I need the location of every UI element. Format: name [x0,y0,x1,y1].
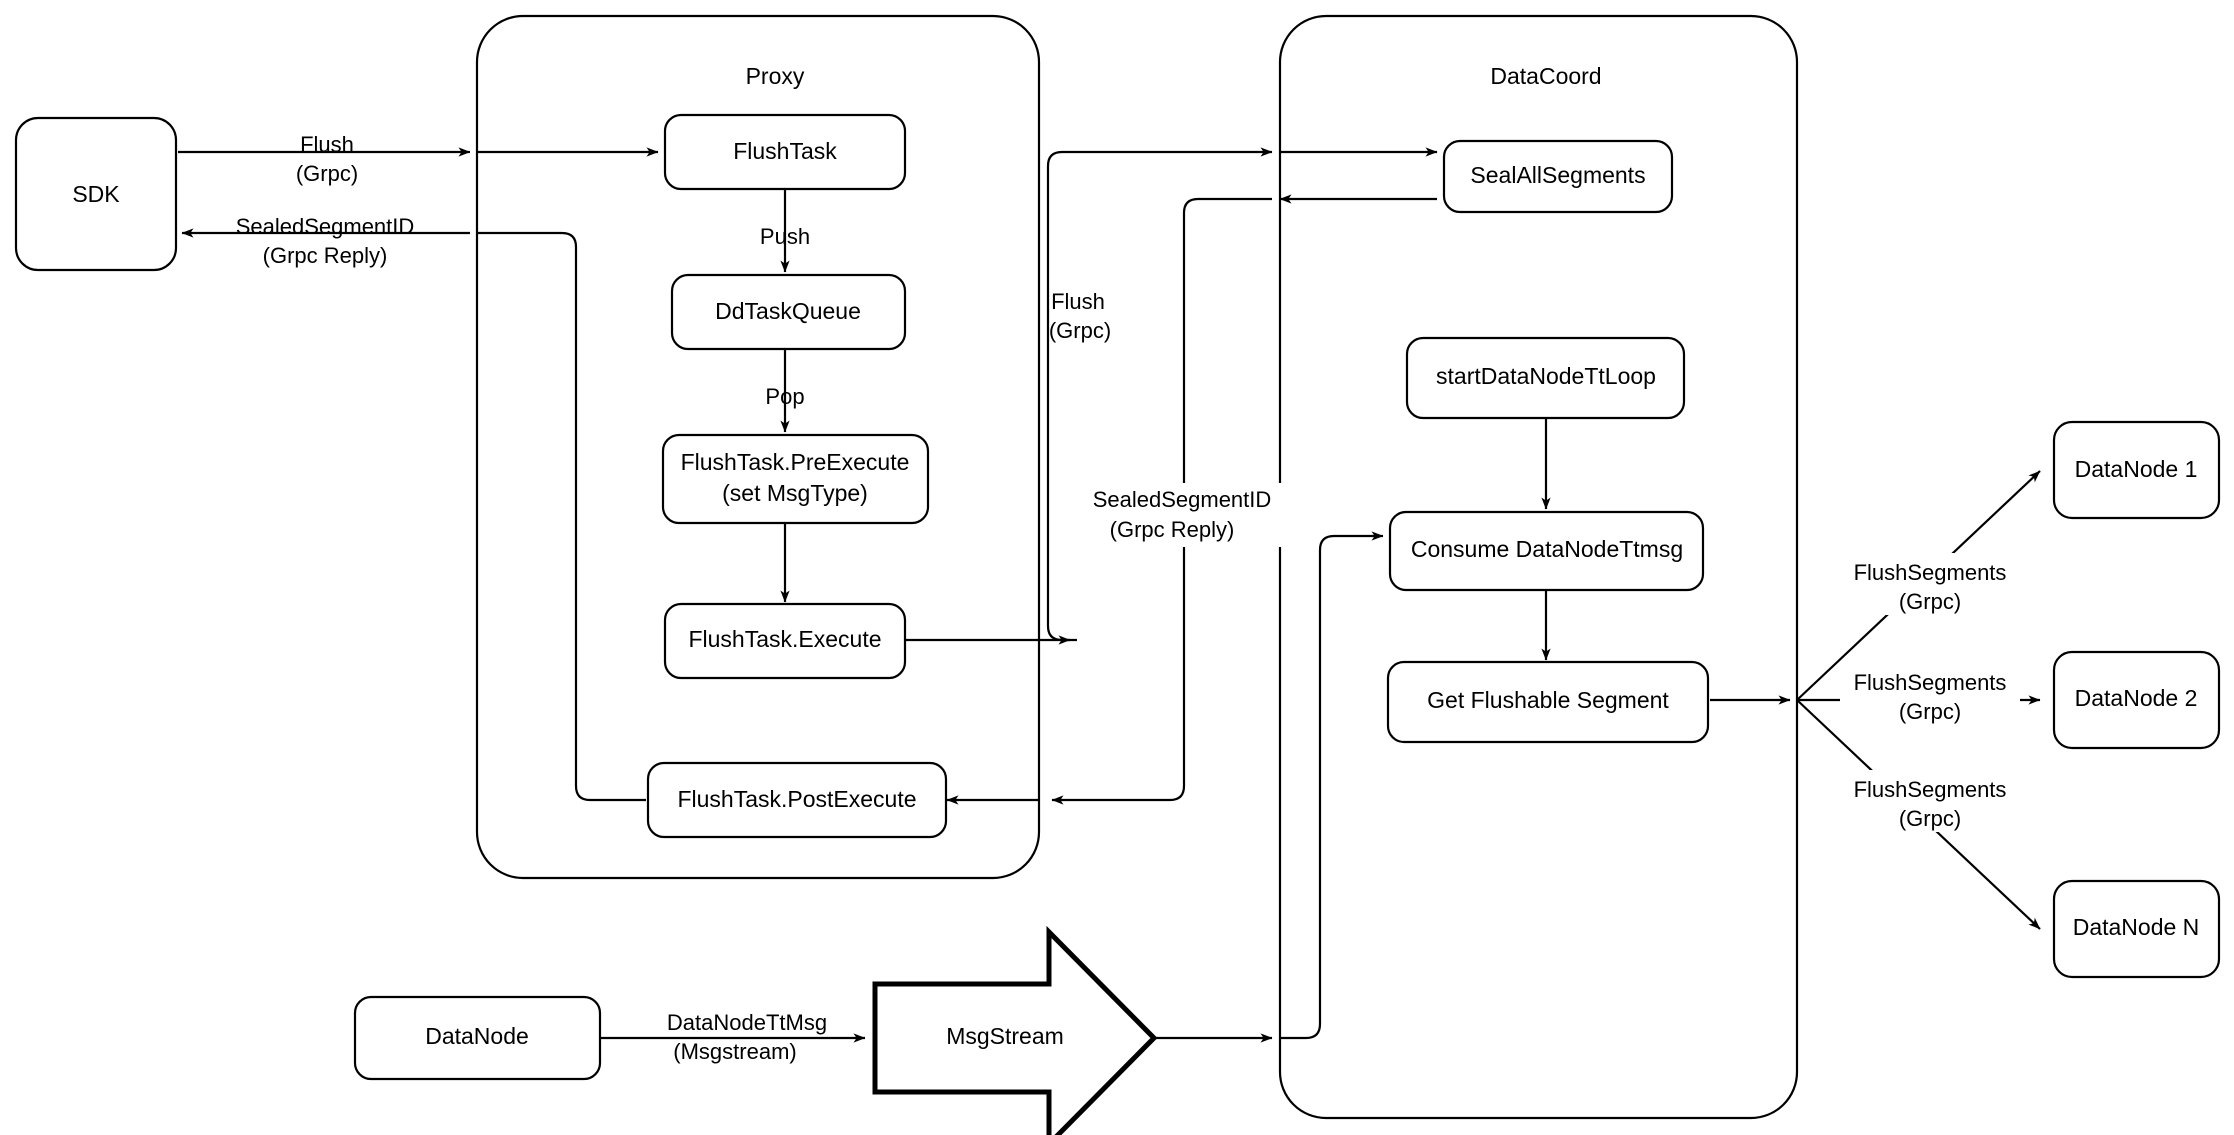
node-flush-task-preexecute[interactable]: FlushTask.PreExecute (set MsgType) [661,433,930,525]
consume-datanode-ttmsg-box[interactable] [1388,510,1705,592]
datanode-2-label: DataNode 2 [2075,685,2198,711]
node-sdk[interactable]: SDK [14,116,178,272]
edge-label-sealedsegmentid-coord-bg [1090,483,1283,547]
datanode-n-label: DataNode N [2073,914,2200,940]
edge-label-datanode-ttmsg: DataNodeTtMsg (Msgstream) [667,1010,827,1064]
datanode-1-box[interactable] [2052,420,2221,520]
proxy-container-title: Proxy [746,63,805,89]
edge-flush-grpc-proxy-to-coord [1046,147,1273,642]
edge-label-flush-segments-n: FlushSegments (Grpc) [1840,770,2020,832]
node-seal-all-segments[interactable]: SealAllSegments [1442,139,1674,214]
edge-label-sealedsegmentid-coord-line1: SealedSegmentID [1093,487,1272,512]
seal-all-segments-label: SealAllSegments [1470,162,1645,188]
edge-label-push: Push [760,224,810,249]
datanode-producer-box[interactable] [353,995,602,1081]
node-flush-task-execute[interactable]: FlushTask.Execute [663,602,907,680]
flush-task-execute-label: FlushTask.Execute [688,626,881,652]
flush-task-preexecute-box[interactable] [661,433,930,525]
edge-label-flush-segments-n-line2: (Grpc) [1899,806,1961,831]
edge-label-flush-segments-n-line1: FlushSegments [1854,777,2007,802]
datacoord-container-title: DataCoord [1490,63,1601,89]
edge-label-proxy-to-sdk: SealedSegmentID (Grpc Reply) [236,214,415,268]
start-datanode-ttloop-box[interactable] [1405,336,1686,420]
node-msgstream[interactable]: MsgStream [872,925,1158,1135]
datanode-producer-label: DataNode [425,1023,529,1049]
flush-task-postexecute-box[interactable] [646,761,948,839]
node-flush-task-postexecute[interactable]: FlushTask.PostExecute [646,761,948,839]
get-flushable-segment-label: Get Flushable Segment [1427,687,1669,713]
datanode-2-box[interactable] [2052,650,2221,750]
edge-label-sdk-to-proxy: Flush (Grpc) [296,132,358,186]
node-datanode-2[interactable]: DataNode 2 [2052,650,2221,750]
edge-label-flush-segments-1: FlushSegments (Grpc) [1840,553,2020,615]
dd-task-queue-label: DdTaskQueue [715,298,861,324]
edge-coord-entry-to-consume [1280,531,1384,1040]
edge-label-proxy-to-coord: Flush (Grpc) [1049,286,1148,348]
dd-task-queue-box[interactable] [670,273,907,351]
flush-task-label: FlushTask [733,138,837,164]
edge-label-flush-grpc-line1: Flush [300,132,354,157]
edge-label-sealedsegmentid-coord-line2: (Grpc Reply) [1110,517,1235,542]
edge-postexecute-to-proxy-left [477,231,646,802]
edge-label-datanode-ttmsg-line2: (Msgstream) [673,1039,796,1064]
flush-task-box[interactable] [663,113,907,191]
edge-label-flush-segments-1-bg [1840,553,2020,615]
msgstream-label: MsgStream [946,1023,1064,1049]
edge-label-flush-grpc-coord-line1: Flush [1051,289,1105,314]
edge-label-sealedsegmentid-line2: (Grpc Reply) [263,243,388,268]
node-datanode-n[interactable]: DataNode N [2052,879,2221,979]
edge-label-flush-grpc-line2: (Grpc) [296,161,358,186]
datanode-n-box[interactable] [2052,879,2221,979]
node-consume-datanode-ttmsg[interactable]: Consume DataNodeTtmsg [1388,510,1705,592]
flush-task-execute-box[interactable] [663,602,907,680]
datanode-1-label: DataNode 1 [2075,456,2198,482]
edge-label-coord-to-proxy: SealedSegmentID (Grpc Reply) [1090,483,1283,547]
edge-label-flush-segments-n-bg [1840,770,2020,832]
sdk-box[interactable] [14,116,178,272]
edge-label-flush-segments-1-line1: FlushSegments [1854,560,2007,585]
seal-all-segments-box[interactable] [1442,139,1674,214]
sdk-label: SDK [72,181,120,207]
flush-task-postexecute-label: FlushTask.PostExecute [677,786,916,812]
node-datanode-1[interactable]: DataNode 1 [2052,420,2221,520]
node-start-datanode-ttloop[interactable]: startDataNodeTtLoop [1405,336,1686,420]
edge-label-flush-segments-1-line2: (Grpc) [1899,589,1961,614]
node-datanode-producer[interactable]: DataNode [353,995,602,1081]
node-get-flushable-segment[interactable]: Get Flushable Segment [1386,660,1710,744]
edge-label-flush-segments-2-line1: FlushSegments [1854,670,2007,695]
edge-label-flush-grpc-coord-line2: (Grpc) [1049,318,1111,343]
edge-label-datanode-ttmsg-line1: DataNodeTtMsg [667,1010,827,1035]
get-flushable-segment-box[interactable] [1386,660,1710,744]
consume-datanode-ttmsg-label: Consume DataNodeTtmsg [1411,536,1683,562]
edge-label-flush-grpc-coord-bg [1052,286,1148,348]
node-flush-task[interactable]: FlushTask [663,113,907,191]
flush-task-preexecute-label-line2: (set MsgType) [722,480,868,506]
edge-label-sealedsegmentid-line1: SealedSegmentID [236,214,415,239]
edge-label-flush-segments-2: FlushSegments (Grpc) [1840,663,2020,725]
edge-label-flush-segments-2-line2: (Grpc) [1899,699,1961,724]
edge-label-flush-segments-2-bg [1840,663,2020,725]
flush-task-preexecute-label-line1: FlushTask.PreExecute [681,449,910,475]
msgstream-arrow-shape[interactable] [872,925,1158,1135]
edge-label-pop: Pop [765,384,804,409]
node-dd-task-queue[interactable]: DdTaskQueue [670,273,907,351]
start-datanode-ttloop-label: startDataNodeTtLoop [1436,363,1656,389]
